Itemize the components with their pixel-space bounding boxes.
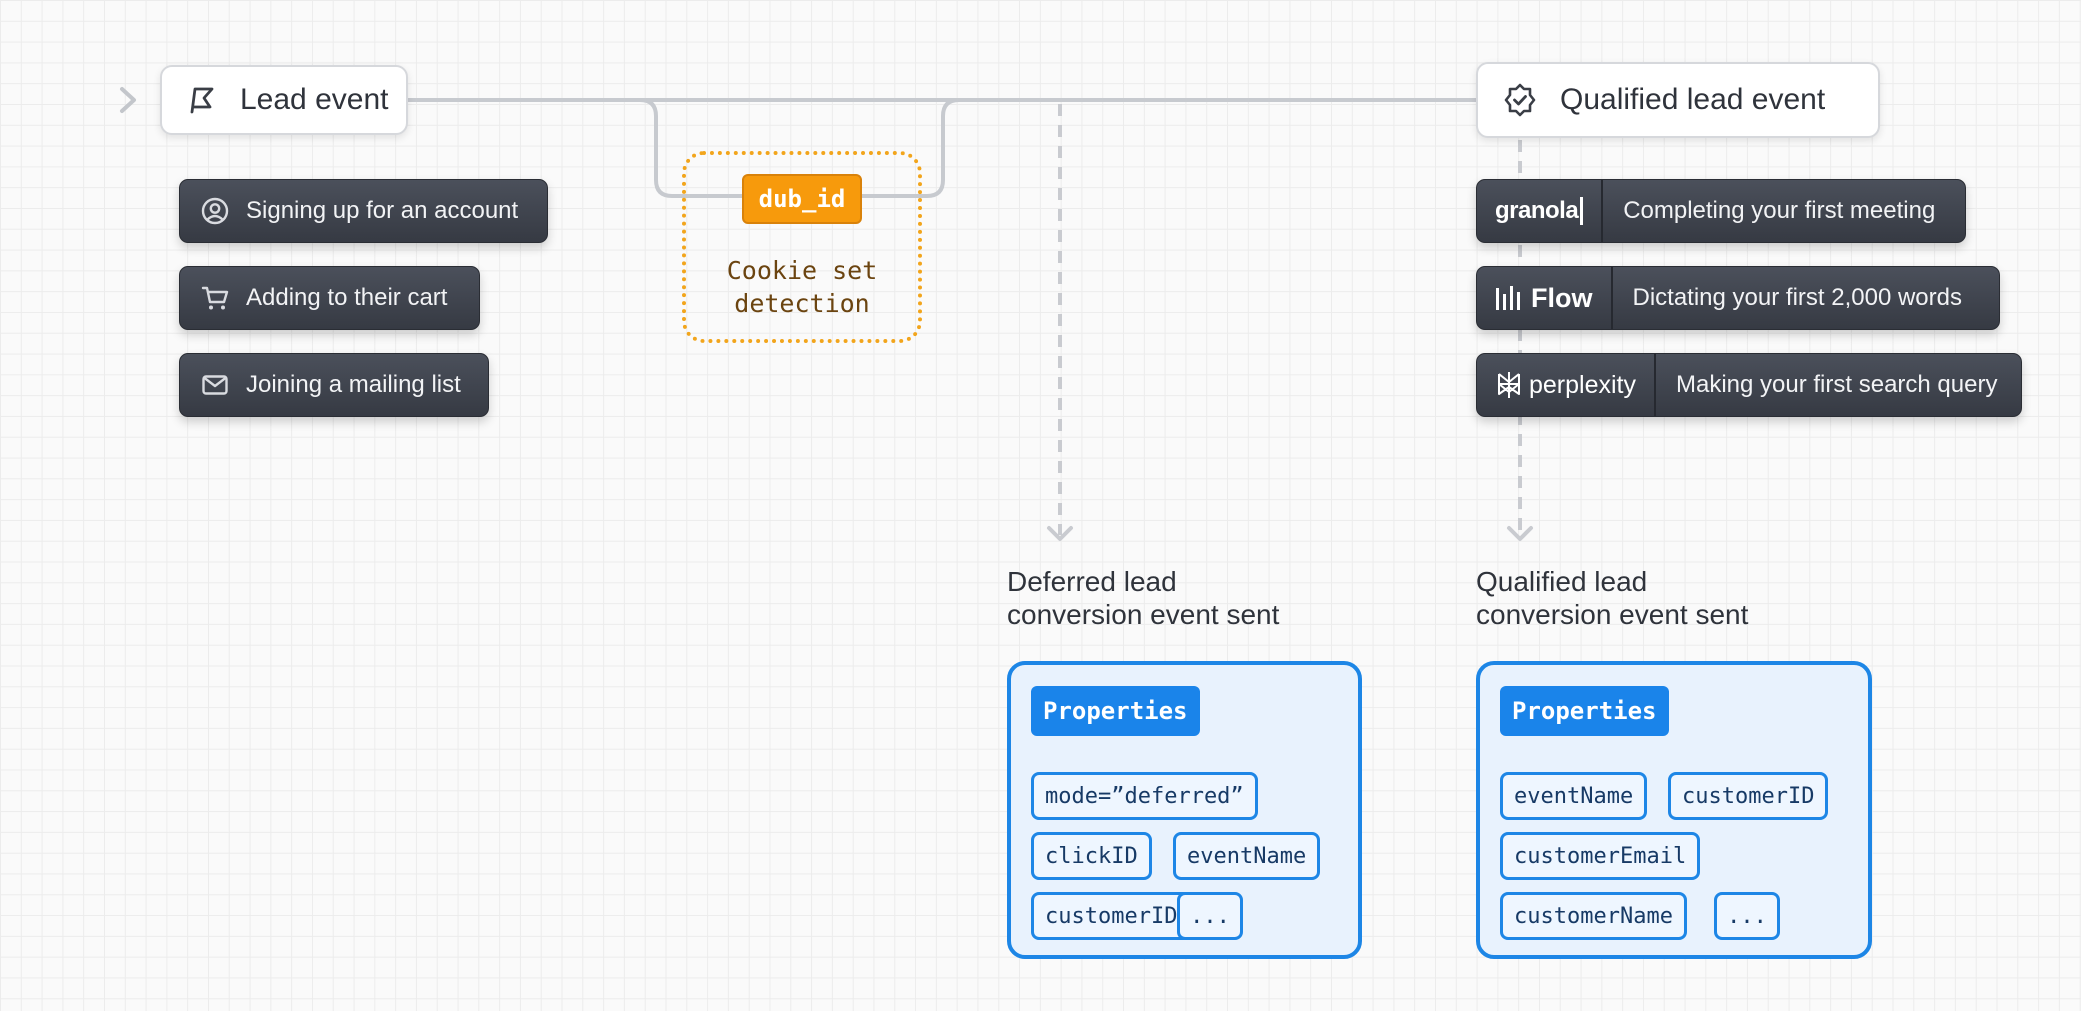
qualified-arrowhead	[1507, 526, 1533, 541]
property-chip: clickID	[1031, 832, 1152, 880]
granola-logo: granola	[1477, 180, 1604, 242]
badge-check-icon	[1504, 83, 1536, 117]
lead-event-label: Lead event	[240, 83, 389, 116]
deferred-caption: Deferred lead conversion event sent	[1007, 566, 1280, 630]
property-chip: eventName	[1500, 772, 1648, 820]
mail-icon	[202, 375, 228, 395]
flag-icon	[190, 87, 214, 114]
qualified-event-label: Qualified lead event	[1560, 83, 1826, 116]
perplexity-icon	[1498, 372, 1520, 398]
deferred-arrowhead	[1047, 526, 1073, 541]
deferred-properties-box: Properties mode=”deferred” clickID event…	[1007, 661, 1362, 959]
lead-event-node: Lead event	[160, 65, 408, 135]
flow-logo: Flow	[1477, 267, 1613, 329]
qualified-action-flow: Flow Dictating your first 2,000 words	[1476, 266, 2000, 330]
property-chip: ...	[1177, 892, 1243, 940]
property-chip: customerID	[1031, 892, 1192, 940]
property-chip: customerName	[1500, 892, 1687, 940]
qualified-event-node: Qualified lead event	[1476, 62, 1880, 138]
lead-action-label: Adding to their cart	[246, 284, 448, 311]
user-circle-icon	[201, 197, 229, 225]
qualified-properties-box: Properties eventName customerID customer…	[1476, 661, 1872, 959]
qualified-caption: Qualified lead conversion event sent	[1476, 566, 1749, 630]
properties-title: Properties	[1031, 686, 1200, 736]
lead-action-label: Signing up for an account	[246, 197, 519, 224]
property-chip: customerEmail	[1500, 832, 1701, 880]
properties-title: Properties	[1500, 686, 1669, 736]
cookie-detection-text: Cookie set detection	[726, 256, 878, 318]
qualified-action-label: Making your first search query	[1676, 371, 1998, 398]
property-chip: mode=”deferred”	[1031, 772, 1258, 820]
property-chip: ...	[1714, 892, 1780, 940]
qualified-action-label: Completing your first meeting	[1623, 197, 1936, 224]
incoming-arrowhead	[120, 87, 136, 113]
qualified-action-perplexity: perplexity Making your first search quer…	[1476, 353, 2022, 417]
lead-action-mailing: Joining a mailing list	[179, 353, 489, 417]
qualified-action-granola: granola Completing your first meeting	[1476, 179, 1966, 243]
audio-bars-icon	[1496, 286, 1520, 310]
lead-action-signup: Signing up for an account	[179, 179, 548, 243]
dub-id-tag: dub_id	[742, 174, 862, 224]
cookie-detection-box	[682, 151, 922, 343]
cart-icon	[201, 286, 229, 310]
property-chip: eventName	[1173, 832, 1321, 880]
qualified-action-label: Dictating your first 2,000 words	[1632, 284, 1962, 311]
lead-action-label: Joining a mailing list	[246, 371, 461, 398]
lead-action-cart: Adding to their cart	[179, 266, 480, 330]
property-chip: customerID	[1668, 772, 1829, 820]
perplexity-logo: perplexity	[1477, 354, 1656, 416]
